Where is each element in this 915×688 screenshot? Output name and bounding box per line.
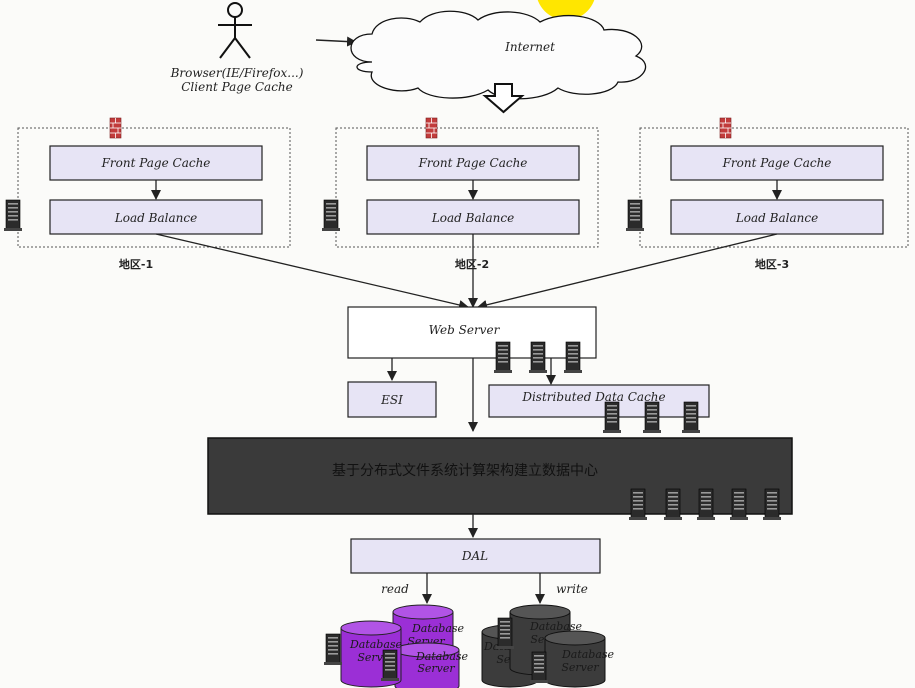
firewall-icon	[425, 117, 438, 139]
region-3-label: 地区-3	[755, 257, 789, 271]
user-icon	[218, 2, 252, 59]
svg-text:Database: Database	[561, 648, 615, 661]
server-icon	[380, 649, 400, 682]
distributed-cache-box	[488, 384, 710, 418]
svg-text:Server: Server	[417, 662, 455, 675]
svg-text:Database: Database	[411, 622, 465, 635]
server-icon	[663, 488, 683, 521]
client-to-internet-arrow	[315, 36, 357, 47]
dal-box	[350, 538, 601, 574]
firewall-icon	[109, 117, 122, 139]
read-database-group: Database Server Database Server Database…	[323, 604, 469, 688]
esi-label: ESI	[380, 393, 403, 407]
write-database-group: Database Server Database Server Database…	[481, 604, 615, 688]
server-icon	[493, 341, 513, 374]
svg-text:Database: Database	[529, 620, 583, 633]
front-page-cache-label: Front Page Cache	[418, 156, 528, 170]
dal-label: DAL	[461, 549, 488, 563]
region-1-to-web-arrow	[155, 233, 469, 310]
firewall-icon	[719, 117, 732, 139]
internet-cloud	[350, 10, 647, 100]
server-icon	[628, 488, 648, 521]
front-page-cache-box	[670, 145, 884, 181]
server-icon	[625, 199, 645, 232]
server-icon	[321, 199, 341, 232]
server-icon	[762, 488, 782, 521]
region-1: Front Page Cache Load Balance	[3, 117, 291, 248]
server-icon	[602, 401, 622, 434]
server-icon	[642, 401, 662, 434]
front-page-cache-box	[366, 145, 580, 181]
svg-text:Server: Server	[561, 661, 599, 674]
region-1-label: 地区-1	[119, 257, 153, 271]
region-2: Front Page Cache Load Balance	[321, 117, 599, 248]
front-page-cache-box	[49, 145, 263, 181]
svg-text:Database: Database	[415, 650, 469, 663]
server-icon	[696, 488, 716, 521]
web-server-label: Web Server	[429, 323, 501, 337]
region-3: Front Page Cache Load Balance	[625, 117, 909, 248]
server-icon	[323, 633, 343, 666]
load-balance-label: Load Balance	[114, 211, 197, 225]
svg-text:Database: Database	[349, 638, 403, 651]
distributed-cache-label: Distributed Data Cache	[521, 390, 665, 404]
server-icon	[3, 199, 23, 232]
load-balance-label: Load Balance	[735, 211, 818, 225]
database-cylinder: Database Server	[394, 642, 469, 688]
client-label-line2: Client Page Cache	[181, 80, 293, 94]
internet-label: Internet	[504, 40, 555, 54]
data-center-box	[207, 437, 793, 515]
server-icon	[563, 341, 583, 374]
read-label: read	[381, 582, 409, 596]
load-balance-box	[366, 199, 580, 235]
server-icon	[528, 341, 548, 374]
front-page-cache-label: Front Page Cache	[101, 156, 211, 170]
server-icon	[681, 401, 701, 434]
region-2-label: 地区-2	[455, 257, 489, 271]
down-arrow-icon	[482, 83, 525, 114]
write-label: write	[556, 582, 588, 596]
load-balance-box	[670, 199, 884, 235]
data-center-label: 基于分布式文件系统计算架构建立数据中心	[332, 462, 598, 479]
region-3-to-web-arrow	[477, 233, 778, 310]
server-icon	[529, 651, 549, 684]
server-icon	[495, 617, 515, 650]
front-page-cache-label: Front Page Cache	[722, 156, 832, 170]
server-icon	[729, 488, 749, 521]
sun-icon	[537, 0, 595, 20]
database-cylinder: Database Server	[544, 630, 615, 688]
web-server-box	[347, 306, 597, 359]
esi-box	[347, 381, 437, 418]
load-balance-label: Load Balance	[431, 211, 514, 225]
client-label-line1: Browser(IE/Firefox...)	[170, 66, 304, 80]
